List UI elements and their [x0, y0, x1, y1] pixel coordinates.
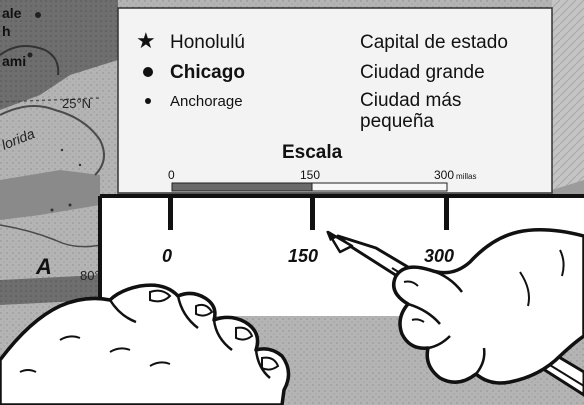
- legend-name-anchorage: Anchorage: [170, 93, 243, 110]
- ruler-tick-label-0: 0: [162, 246, 172, 266]
- map-sea-shape: [0, 0, 118, 110]
- small-dot-icon: [145, 98, 151, 104]
- scale-tick-label-0: 0: [168, 168, 175, 182]
- legend-desc-large: Ciudad grande: [360, 62, 485, 83]
- ruler-tick-150: [310, 196, 315, 230]
- legend-panel: ★ Honolulú Capital de estado Chicago Ciu…: [117, 7, 553, 194]
- map-corner-label-2: h: [2, 23, 11, 39]
- right-hand-icon: [392, 228, 584, 385]
- legend-name-honolulu: Honolulú: [170, 32, 245, 53]
- large-dot-icon: [143, 67, 153, 77]
- ruler-tick-label-300: 300: [424, 246, 454, 266]
- scale-unit: millas: [456, 172, 476, 181]
- left-hand-icon: [0, 283, 291, 405]
- scale-tick-label-300: 300: [434, 168, 454, 182]
- scale-tick-label-150: 150: [300, 168, 320, 182]
- legend-desc-capital: Capital de estado: [360, 32, 508, 53]
- ruler-tick-0: [168, 196, 173, 230]
- star-icon: ★: [136, 28, 156, 53]
- scale-title: Escala: [282, 142, 343, 163]
- ruler-tick-label-150: 150: [288, 246, 318, 266]
- ruler-tick-300: [444, 196, 449, 230]
- letter-label: A: [35, 254, 52, 279]
- scale-bar-dark-segment: [171, 182, 313, 192]
- legend-name-chicago: Chicago: [170, 62, 245, 83]
- latitude-label: 25°N: [62, 96, 91, 111]
- scale-bar-light-segment: [311, 182, 448, 192]
- legend-desc-small-2: pequeña: [360, 111, 434, 132]
- map-corner-label: ale: [2, 5, 22, 21]
- longitude-label: 80°: [80, 268, 100, 283]
- map-corner-label-3: ami: [2, 53, 26, 69]
- legend-desc-small-1: Ciudad más: [360, 90, 461, 111]
